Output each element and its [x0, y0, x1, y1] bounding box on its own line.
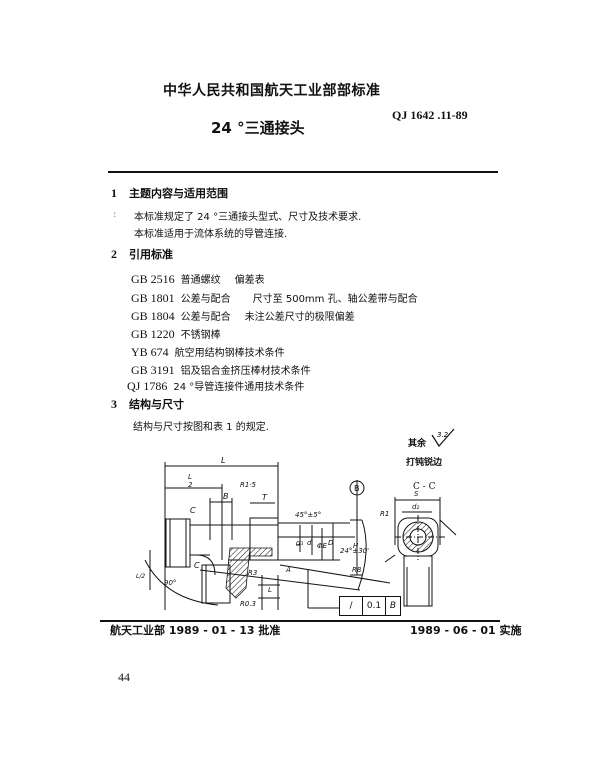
svg-text:R0.3: R0.3: [240, 600, 256, 608]
reference-subtitle: 偏差表: [234, 275, 265, 286]
reference-code: GB 1804: [131, 309, 175, 323]
document-title: 24 °三通接头: [211, 119, 305, 137]
svg-text:A: A: [285, 566, 291, 574]
svg-text:24°±30': 24°±30': [340, 547, 369, 555]
reference-subtitle: 未注公差尺寸的极限偏差: [244, 312, 355, 323]
header-rule: [108, 171, 498, 173]
issuing-organization: 中华人民共和国航天工业部部标准: [163, 83, 381, 99]
svg-text:90°: 90°: [164, 579, 176, 587]
effective-date: 1989 - 06 - 01 实施: [410, 624, 522, 637]
edge-note: 打钝锐边: [406, 458, 443, 468]
svg-text:B: B: [223, 492, 229, 501]
svg-text:d₂: d₂: [412, 503, 419, 511]
svg-text:d: d: [307, 539, 312, 547]
reference-title: 公差与配合: [180, 294, 231, 305]
svg-text:L: L: [188, 473, 192, 481]
svg-text:C: C: [190, 506, 196, 515]
reference-item: GB 1801 公差与配合 尺寸至 500mm 孔、轴公差带与配合: [131, 290, 418, 306]
reference-item: GB 1804 公差与配合 未注公差尺寸的极限偏差: [131, 308, 355, 324]
paragraph: 本标准规定了 24 °三通接头型式、尺寸及技术要求.: [134, 212, 362, 223]
tolerance-value: 0.1: [363, 597, 386, 615]
section-label: C - C: [413, 482, 436, 492]
reference-code: YB 674: [131, 345, 169, 359]
svg-text:d₁: d₁: [296, 539, 303, 547]
section-title: 结构与尺寸: [129, 398, 184, 411]
reference-item: GB 3191 铝及铝合金挤压棒材技术条件: [131, 362, 311, 378]
reference-title: 24 °导管连接件通用技术条件: [173, 382, 305, 393]
reference-title: 航空用结构钢棒技术条件: [174, 348, 285, 359]
reference-title: 普通螺纹: [180, 275, 221, 286]
page-number: 44: [118, 670, 130, 684]
section-1-heading: 1 主题内容与适用范围: [111, 185, 228, 201]
svg-text:ΦE: ΦE: [317, 542, 328, 550]
svg-text:S: S: [414, 490, 419, 498]
svg-text:L: L: [221, 456, 225, 465]
reference-item: YB 674 航空用结构钢棒技术条件: [131, 344, 285, 360]
svg-text:B: B: [354, 484, 360, 493]
paragraph: 结构与尺寸按图和表 1 的规定.: [133, 422, 269, 433]
svg-text:D: D: [328, 539, 334, 547]
reference-subtitle: 尺寸至 500mm 孔、轴公差带与配合: [252, 294, 418, 305]
document-code: QJ 1642 .11-89: [392, 108, 468, 122]
section-number: 1: [111, 186, 117, 200]
reference-code: GB 1801: [131, 291, 175, 305]
geometric-tolerance-frame: / 0.1 B: [339, 596, 401, 616]
reference-item: GB 1220 不锈钢棒: [131, 326, 221, 342]
svg-text:R8: R8: [352, 566, 362, 574]
reference-title: 公差与配合: [180, 312, 231, 323]
paragraph: 本标准适用于流体系统的导管连接.: [134, 229, 288, 240]
reference-code: QJ 1786: [127, 379, 168, 393]
svg-text:R1·5: R1·5: [240, 481, 257, 489]
margin-mark: :: [113, 209, 117, 220]
svg-text:C: C: [194, 561, 200, 570]
svg-text:45°±5°: 45°±5°: [295, 511, 321, 519]
svg-text:R1: R1: [380, 510, 389, 518]
section-3-heading: 3 结构与尺寸: [111, 396, 184, 412]
reference-title: 铝及铝合金挤压棒材技术条件: [180, 366, 311, 377]
reference-item: QJ 1786 24 °导管连接件通用技术条件: [127, 378, 304, 394]
svg-text:H: H: [353, 542, 359, 550]
svg-text:R3: R3: [248, 569, 257, 577]
tolerance-datum: B: [389, 601, 397, 611]
section-title: 引用标准: [129, 248, 173, 261]
svg-text:T: T: [262, 493, 268, 502]
surface-note: 其余: [408, 439, 427, 449]
reference-code: GB 3191: [131, 363, 175, 377]
runout-symbol-icon: /: [340, 597, 363, 615]
reference-item: GB 2516 普通螺纹 偏差表: [131, 271, 265, 287]
svg-text:2: 2: [188, 481, 193, 489]
reference-code: GB 1220: [131, 327, 175, 341]
section-2-heading: 2 引用标准: [111, 246, 173, 262]
footer-rule: [100, 620, 500, 622]
section-number: 3: [111, 397, 117, 411]
reference-code: GB 2516: [131, 272, 175, 286]
svg-text:3.2: 3.2: [437, 431, 449, 439]
svg-text:L: L: [268, 586, 272, 594]
svg-text:L/2: L/2: [136, 573, 145, 580]
section-number: 2: [111, 247, 117, 261]
reference-title: 不锈钢棒: [180, 330, 221, 341]
surface-roughness-icon: 3.2: [431, 428, 455, 447]
section-title: 主题内容与适用范围: [129, 187, 228, 200]
approval-date: 航天工业部 1989 - 01 - 13 批准: [110, 624, 281, 637]
